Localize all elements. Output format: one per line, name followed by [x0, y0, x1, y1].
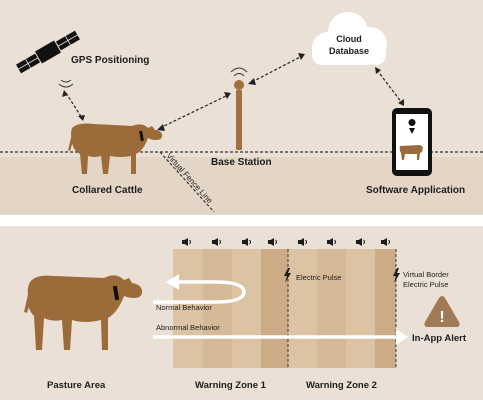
alert-label: In-App Alert	[412, 333, 467, 344]
app-label: Software Application	[366, 185, 465, 196]
warning-symbol: !	[439, 309, 444, 326]
smartphone-icon	[392, 108, 432, 176]
cloud-icon	[312, 12, 387, 65]
top-panel: Virtual Fence Line GPS Positioning Colla…	[0, 0, 483, 215]
collared-cattle-icon	[68, 123, 163, 174]
satellite-icon	[16, 30, 80, 74]
cloud-label-line2: Database	[329, 46, 369, 56]
zone2-label: Warning Zone 2	[306, 380, 377, 391]
cloud-label-line1: Cloud	[336, 34, 362, 44]
pasture-cow-icon	[24, 275, 143, 350]
app-cow-icon	[399, 145, 423, 160]
bottom-panel: Electric Pulse Virtual Border Electric P…	[0, 226, 483, 400]
abnormal-behavior-arrow	[153, 329, 408, 345]
base-station-label: Base Station	[211, 157, 272, 168]
normal-behavior-label: Normal Behavior	[156, 303, 212, 312]
cattle-label: Collared Cattle	[72, 185, 143, 196]
electric-pulse-label: Electric Pulse	[296, 273, 341, 282]
location-pin-icon	[409, 128, 415, 134]
warning-triangle-icon: !	[424, 296, 460, 327]
collar	[139, 130, 144, 142]
satellite-signal-icon	[58, 79, 74, 88]
pasture-label: Pasture Area	[47, 380, 106, 391]
collar	[112, 285, 120, 301]
virtual-border-label-line1: Virtual Border	[403, 270, 449, 279]
zone1-label: Warning Zone 1	[195, 380, 267, 391]
normal-behavior-arrow	[153, 274, 246, 304]
abnormal-behavior-label: Abnormal Behavior	[156, 323, 220, 332]
virtual-border-label-line2: Electric Pulse	[403, 280, 448, 289]
gps-label: GPS Positioning	[71, 55, 149, 66]
virtual-fence-line	[159, 151, 215, 213]
antenna-icon	[230, 67, 248, 150]
